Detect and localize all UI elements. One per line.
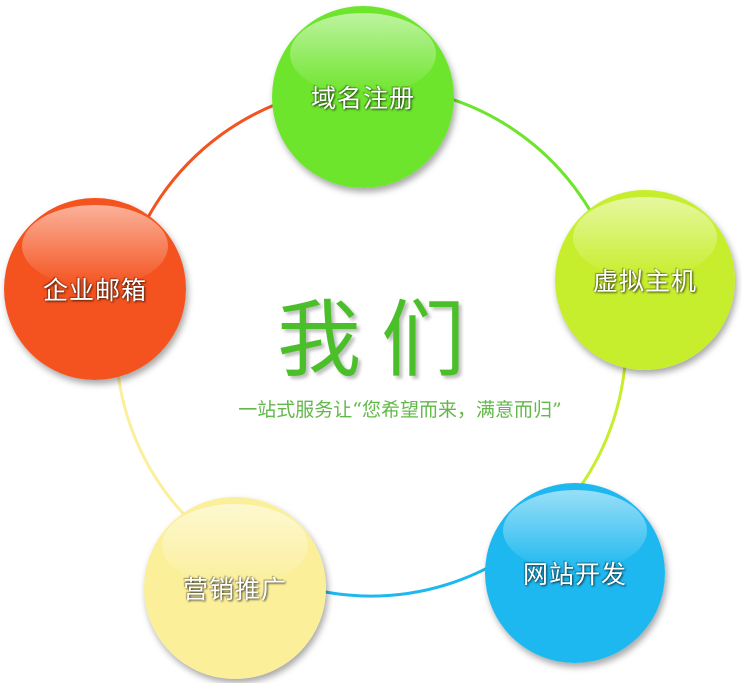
node-marketing-promotion[interactable]: 营销推广: [144, 497, 326, 679]
center-subtitle: 一站式服务让“您希望而来，满意而归”: [238, 399, 562, 421]
node-domain-registration[interactable]: 域名注册: [272, 6, 454, 188]
node-virtual-hosting[interactable]: 虚拟主机: [555, 190, 735, 370]
node-label: 企业邮箱: [42, 276, 147, 305]
center-title: 我们: [276, 291, 485, 389]
node-label: 域名注册: [310, 84, 415, 113]
node-label: 网站开发: [522, 560, 627, 589]
node-enterprise-email[interactable]: 企业邮箱: [4, 198, 186, 380]
node-label: 营销推广: [182, 575, 287, 604]
node-label: 虚拟主机: [592, 267, 697, 296]
node-website-development[interactable]: 网站开发: [485, 483, 665, 663]
